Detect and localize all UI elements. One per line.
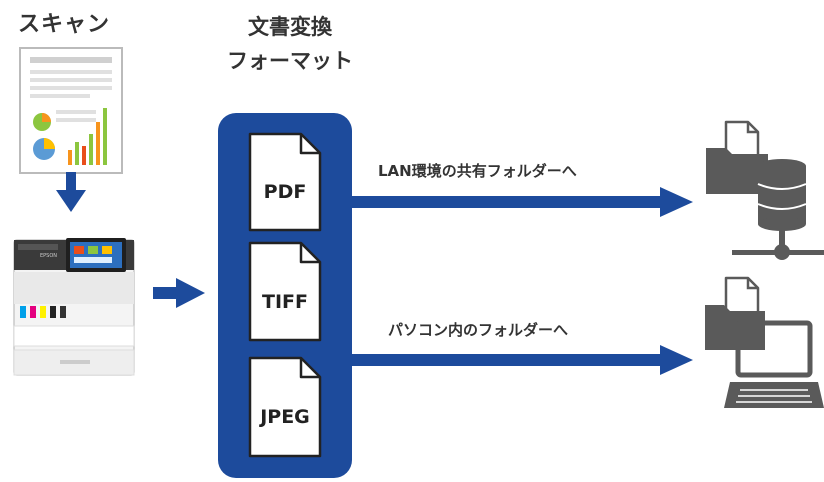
printer-icon bbox=[13, 238, 135, 376]
format-title-line2: フォーマット bbox=[227, 49, 353, 73]
pdf-document-icon bbox=[248, 132, 322, 232]
arrow-to-laptop bbox=[352, 345, 693, 375]
format-label-tiff: TIFF bbox=[262, 291, 308, 313]
format-title-line1: 文書変換 bbox=[248, 15, 332, 39]
scanned-document-icon bbox=[19, 47, 123, 174]
format-label-jpeg: JPEG bbox=[258, 406, 310, 428]
folder-server-icon bbox=[706, 120, 824, 260]
scan-title: スキャン bbox=[18, 12, 111, 37]
jpeg-document-icon bbox=[248, 356, 322, 458]
right-arrow-to-panel bbox=[153, 278, 205, 308]
format-title: 文書変換 フォーマット bbox=[215, 10, 365, 78]
folder-laptop-icon bbox=[705, 276, 824, 408]
down-arrow bbox=[56, 172, 86, 212]
tiff-document-icon bbox=[248, 241, 322, 342]
route-label-lan: LAN環境の共有フォルダーへ bbox=[378, 162, 577, 180]
route-label-pc: パソコン内のフォルダーへ bbox=[388, 321, 569, 339]
arrow-to-server bbox=[352, 187, 693, 217]
format-label-pdf: PDF bbox=[264, 181, 307, 203]
printer-brand: EPSON bbox=[40, 253, 57, 259]
